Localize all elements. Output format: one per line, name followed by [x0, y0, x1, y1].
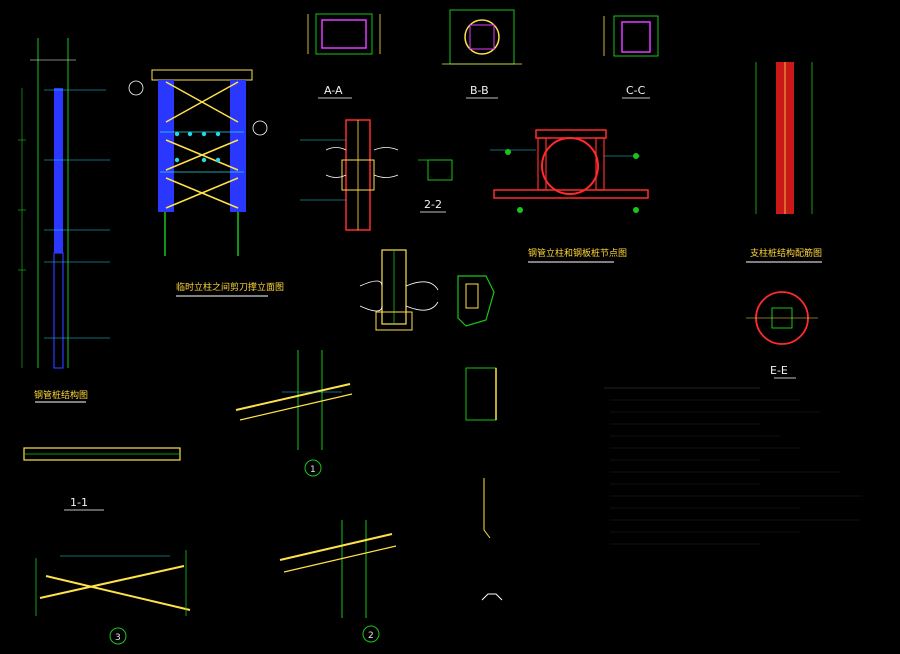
section-cc-label: C-C	[626, 84, 646, 97]
pile-reinforcement-elevation: 支柱桩结构配筋图	[746, 62, 822, 263]
section-11-drawing: 1-1	[23, 447, 181, 511]
detail-2-drawing: 2	[279, 520, 397, 643]
pile-structure-title: 钢管桩结构图	[34, 389, 88, 401]
section-22-label: 2-2	[424, 198, 442, 211]
section-bb-label: B-B	[470, 84, 489, 97]
detail-1-marker: 1	[310, 465, 316, 475]
detail-1-drawing: 1	[235, 350, 353, 477]
bracing-elevation-title: 临时立柱之间剪刀撑立面图	[176, 281, 284, 293]
pipe-node-detail	[359, 249, 439, 331]
section-aa-drawing: A-A	[307, 13, 381, 99]
section-cc-drawing: C-C	[603, 15, 659, 99]
joint-plan-title: 钢管立柱和钢板桩节点图	[528, 247, 627, 259]
notes-block	[604, 387, 862, 545]
pile-structure-drawing: 钢管桩结构图	[18, 38, 110, 403]
section-ee-drawing: E-E	[746, 291, 818, 379]
bottom-small-details	[465, 367, 503, 601]
stiffener-plate-detail	[457, 275, 495, 327]
bracing-elevation-drawing: 临时立柱之间剪刀撑立面图	[128, 69, 284, 297]
section-22-drawing: 2-2	[418, 159, 453, 213]
right-column-title: 支柱桩结构配筋图	[750, 247, 822, 259]
section-ee-label: E-E	[770, 364, 788, 377]
detail-2-marker: 2	[368, 631, 374, 641]
section-bb-drawing: B-B	[442, 9, 522, 99]
section-11-label: 1-1	[70, 496, 88, 509]
section-aa-label: A-A	[324, 84, 343, 97]
column-joint-detail	[300, 119, 399, 231]
detail-3-marker: 3	[115, 633, 121, 643]
detail-3-drawing: 3	[35, 550, 191, 645]
pile-top-joint-plan: 钢管立柱和钢板桩节点图	[490, 129, 649, 263]
